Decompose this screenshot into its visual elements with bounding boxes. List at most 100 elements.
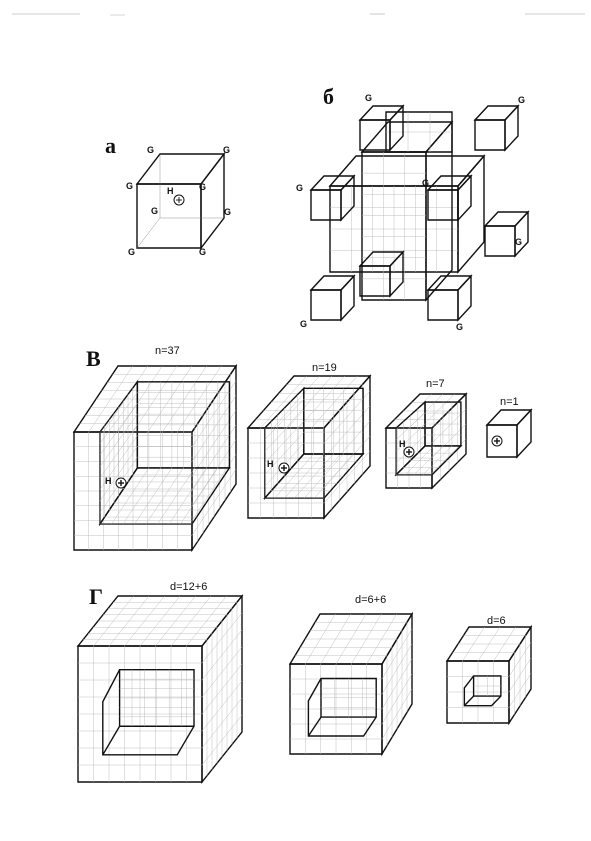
panel-v: В n=37 n=19 n=7 n=1 H H H [72,345,533,553]
cross-top-face [328,155,486,187]
grid-line [201,629,243,681]
cube-a [135,151,226,251]
grid-line [99,413,138,467]
grid-line [108,595,150,647]
grid-line [493,626,516,662]
g-label: G [518,95,525,105]
g-site-cube [483,210,530,258]
cross-cluster [309,104,530,322]
cluster-caption-n19: n=19 [312,362,337,374]
panel-g-letter: Г [89,584,103,609]
grid-line [264,431,304,475]
g-site-cube [309,274,356,322]
h-label: H [167,186,174,196]
grid-line [103,365,148,433]
grid-line [99,392,138,444]
grid-line [508,673,532,708]
cluster-caption-n7: n=7 [426,378,445,390]
grid-line [162,365,207,433]
grid-line [201,663,243,715]
g-label: G [296,183,303,193]
scan-artifacts [12,13,585,16]
grid-line [88,365,133,433]
panel-b-letter: б [323,84,334,109]
panel-v-letter: В [86,346,101,371]
cavity-edge [102,725,121,756]
grid-line [508,657,532,693]
g-label: G [126,181,133,191]
grid-line [285,375,333,429]
g-label: G [456,322,463,332]
g-label: G [199,182,206,192]
grid-line [305,613,336,665]
grid-line [381,628,413,680]
grid-line [395,412,426,440]
g-label: G [224,207,231,217]
cube-side-face [340,174,355,222]
cluster-n1 [485,408,533,459]
grid-line [191,410,237,477]
grid-line [335,613,367,665]
cube-side-face [504,104,519,152]
g-label: G [199,247,206,257]
cube-front-face [310,289,342,321]
cube-front-face [427,289,459,321]
grid-line [381,658,413,710]
cube-top-face [135,153,226,185]
h-label: H [105,476,112,486]
shell-front-face [77,645,203,783]
cube-front-face [359,119,391,151]
grid-line [170,595,212,647]
grid-line [260,375,307,429]
shell-caption-d12-6: d=12+6 [170,581,207,593]
g-label: G [365,93,372,103]
cluster-n37 [72,363,238,553]
grid-line [320,613,351,665]
shell-d12-6 [76,594,244,784]
cavity-edge [463,695,475,707]
grid-line [118,365,163,433]
grid-line [381,688,413,740]
grid-line [191,395,237,462]
shell-caption-d6: d=6 [487,615,506,627]
g-label: G [300,319,307,329]
grid-line [93,595,134,647]
grid-line [191,424,237,492]
grid-line [201,612,243,664]
grid-line [462,626,485,662]
g-label: G [128,247,135,257]
shell-cavity [102,669,195,756]
grid-line [191,439,237,506]
a-g-labels: G G G G G G G G [126,145,231,257]
grid-line [147,365,192,433]
cube-side-face [340,274,355,322]
grid-line [99,446,138,502]
h-label: H [267,459,274,469]
cut-opening [395,427,433,475]
grid-line [508,642,532,677]
grid-line [311,375,358,429]
grid-line [351,613,382,665]
h-site-marker [173,194,185,206]
grid-line [323,435,371,489]
g-label: G [151,206,158,216]
panel-b: б G G G G G G G [296,84,530,332]
g-label: G [422,178,429,188]
cross-side-face [457,154,485,274]
shell-shapes [76,594,533,784]
grid-line [177,365,222,433]
b-g-labels: G G G G G G G [296,93,525,332]
cube-side-face [514,210,529,258]
shell-d6-6 [288,611,414,757]
cube-side-face [457,174,472,222]
grid-line [323,450,371,504]
cube-side-face [389,250,404,298]
cube-front-face [484,225,516,257]
cluster-n7 [384,392,468,490]
g-site-cube [358,104,405,152]
grid-line [323,390,371,444]
grid-line [99,424,138,479]
grid-line [99,435,138,490]
